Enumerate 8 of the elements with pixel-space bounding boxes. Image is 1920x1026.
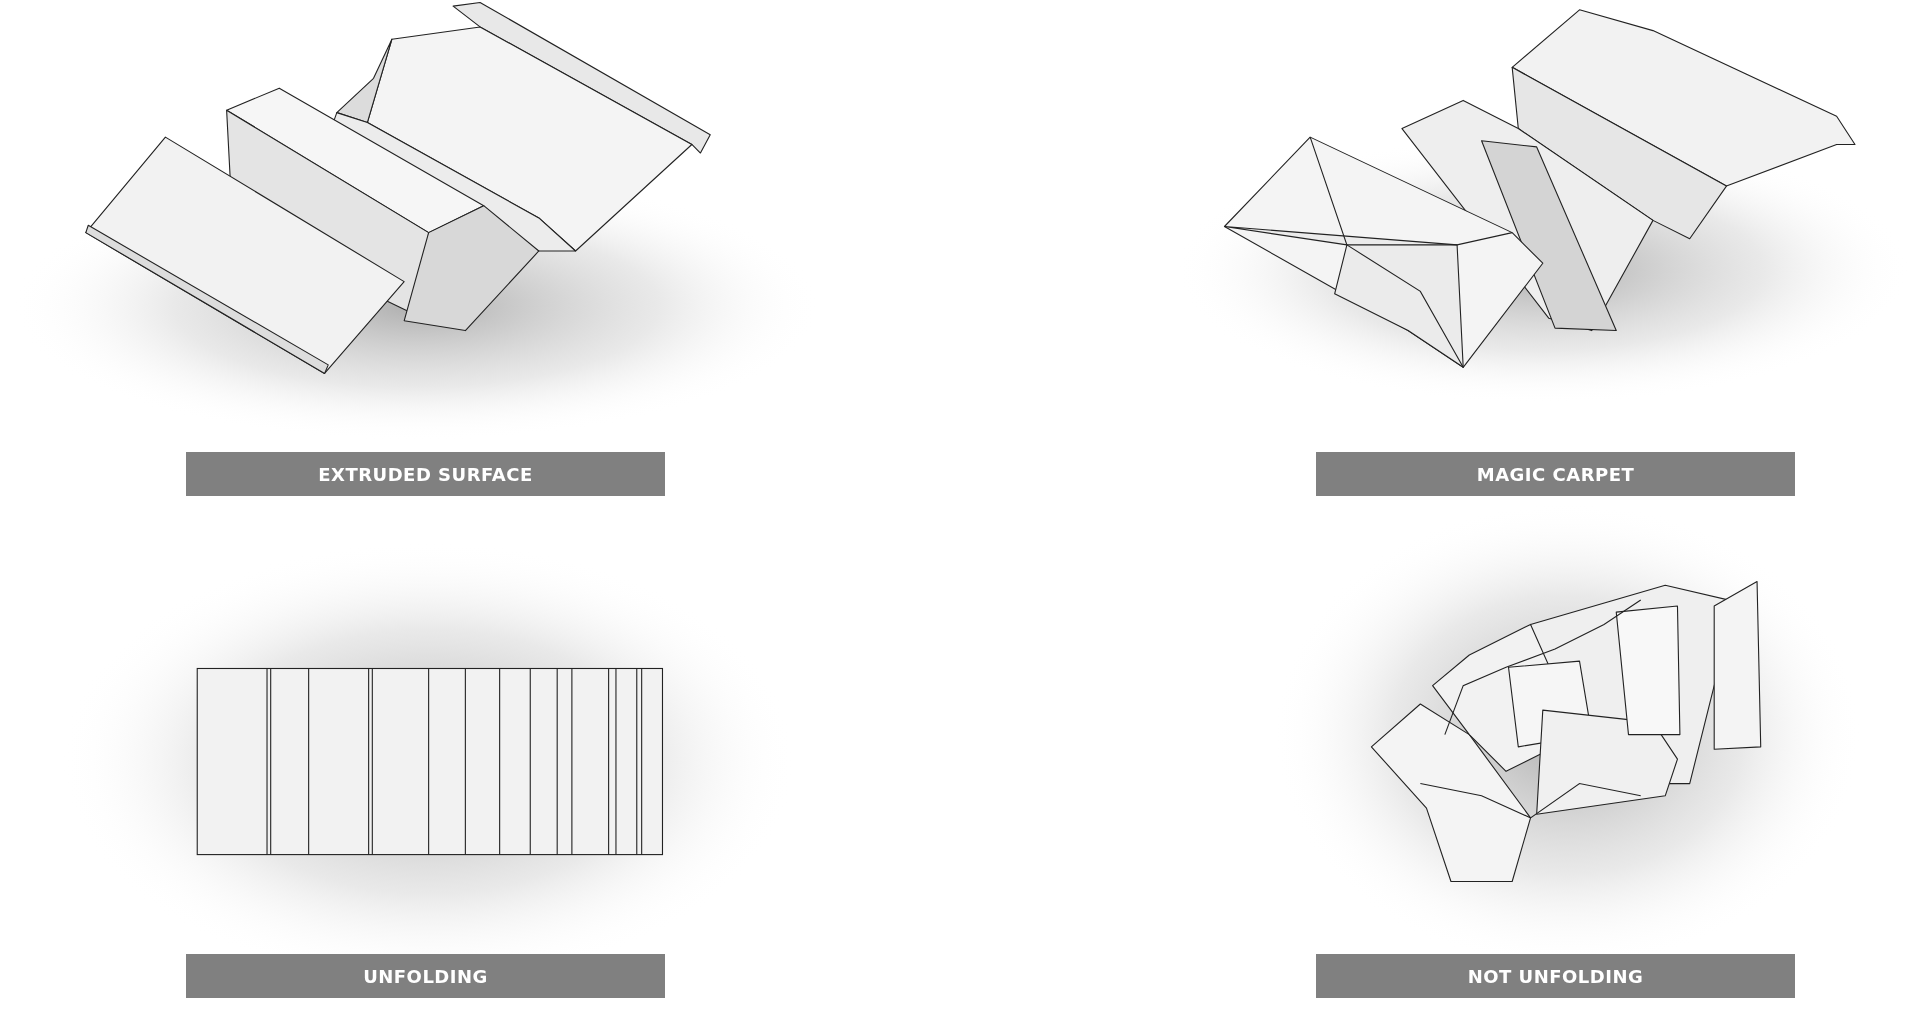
caption-bar	[186, 452, 665, 496]
caption-text: MAGIC CARPET	[1476, 463, 1635, 485]
caption-bar	[1316, 954, 1795, 998]
caption-text: UNFOLDING	[363, 965, 488, 987]
caption-bar	[1316, 452, 1795, 496]
caption-text: NOT UNFOLDING	[1467, 965, 1644, 987]
caption-bar	[186, 954, 665, 998]
caption-text: EXTRUDED SURFACE	[318, 463, 533, 485]
